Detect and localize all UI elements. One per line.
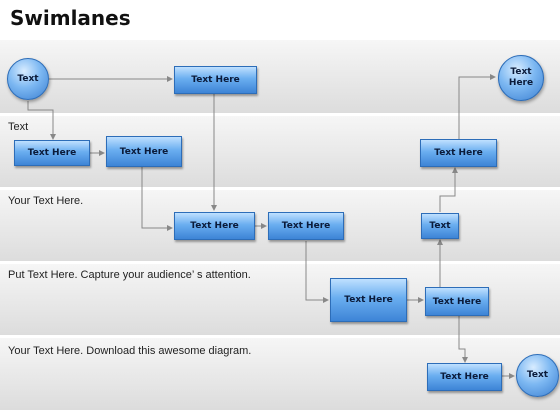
lane-divider bbox=[0, 335, 560, 338]
process-node-6[interactable]: Text Here bbox=[420, 139, 497, 167]
process-node-9[interactable]: Text Here bbox=[425, 287, 489, 316]
process-node-2[interactable]: Text Here bbox=[14, 140, 90, 166]
process-node-8[interactable]: Text Here bbox=[330, 278, 407, 322]
lane-divider bbox=[0, 187, 560, 190]
lane-label-4: Put Text Here. Capture your audience’ s … bbox=[8, 269, 251, 281]
process-node-10[interactable]: Text Here bbox=[427, 363, 502, 391]
page-title: Swimlanes bbox=[10, 6, 131, 30]
process-node-4[interactable]: Text Here bbox=[174, 212, 255, 240]
lane-divider bbox=[0, 113, 560, 116]
lane-label-2: Text bbox=[8, 121, 29, 133]
process-node-7[interactable]: Text bbox=[421, 213, 459, 239]
end-circle-top-node[interactable]: Text Here bbox=[498, 55, 544, 101]
start-circle-node[interactable]: Text bbox=[7, 58, 49, 100]
process-node-5[interactable]: Text Here bbox=[268, 212, 344, 240]
lane-1 bbox=[0, 40, 560, 114]
end-circle-top-label: Text Here bbox=[508, 67, 534, 88]
process-node-1[interactable]: Text Here bbox=[174, 66, 257, 94]
end-circle-bottom-node[interactable]: Text bbox=[516, 354, 559, 397]
lane-divider bbox=[0, 261, 560, 264]
lane-label-3: Your Text Here. bbox=[8, 195, 84, 207]
lane-label-5: Your Text Here. Download this awesome di… bbox=[8, 345, 252, 357]
process-node-3[interactable]: Text Here bbox=[106, 136, 182, 167]
